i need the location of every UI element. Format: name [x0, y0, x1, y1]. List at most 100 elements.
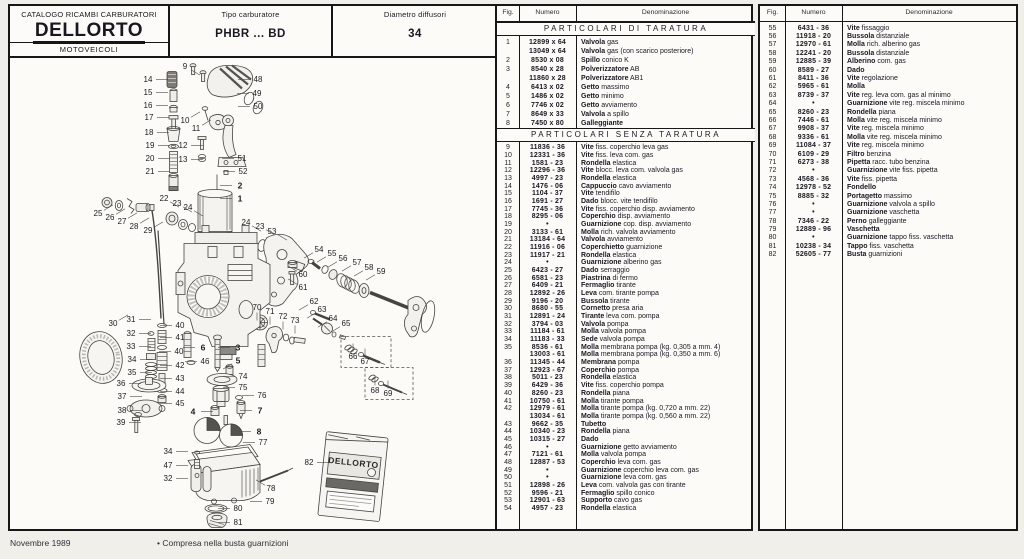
section-title: PARTICOLARI DI TARATURA [497, 22, 755, 36]
carburetor-body [175, 225, 271, 360]
part-callout: 39 [117, 418, 126, 427]
table-header: Fig. Numero Denominazione [497, 6, 755, 22]
part-callout: 25 [94, 209, 103, 218]
part-callout: 17 [145, 113, 154, 122]
col-numero: Numero [801, 9, 826, 17]
callout-leader [298, 304, 309, 311]
part-callout: 23 [173, 199, 182, 208]
part-callout: 32 [127, 329, 136, 338]
part-callout: 57 [353, 258, 362, 267]
part-callout: 70 [253, 303, 262, 312]
part-callout: 16 [144, 101, 153, 110]
part-callout: 58 [365, 263, 374, 272]
part-callout: 32 [164, 474, 173, 483]
callout-leader [306, 312, 317, 319]
part-callout: 20 [146, 154, 155, 163]
adjuster-parts [287, 260, 298, 285]
callout-leader [287, 278, 298, 285]
part-callout: 69 [384, 389, 393, 398]
diametro-label: Diametro diffusori [383, 10, 447, 19]
part-callout: 21 [146, 167, 155, 176]
part-callout: 4 [191, 407, 196, 417]
callout-leader [287, 265, 298, 272]
part-callout: 59 [377, 267, 386, 276]
table-row: 76•Guarnizione valvola a spillo [768, 200, 935, 208]
gasket-kit-note: • Compresa nella busta guarnizioni [157, 538, 289, 548]
part-callout: 28 [130, 222, 139, 231]
callout-leader [222, 363, 233, 370]
drain-plug-parts [204, 504, 228, 528]
part-callout: 1 [238, 194, 243, 204]
column-divider [576, 6, 577, 529]
tipo-label: Tipo carburatore [221, 10, 280, 19]
float-parts [193, 415, 243, 448]
column-divider [519, 6, 520, 529]
callout-leader [316, 256, 327, 263]
callout-leader [330, 326, 341, 333]
column-divider [785, 6, 786, 529]
table-row: 77•Guarnizione vaschetta [768, 209, 920, 217]
callout-leader [190, 111, 201, 118]
cover-part [206, 64, 254, 98]
callout-leader [251, 225, 262, 232]
part-callout: 80 [234, 504, 243, 513]
catalog-left-panel: CATALOGO RICAMBI CARBURATORI DELLORTO MO… [8, 4, 755, 531]
section-title: PARTICOLARI SENZA TARATURA [497, 128, 755, 142]
callout-leader [303, 252, 314, 259]
screw-part [197, 136, 207, 140]
part-callout: 60 [299, 270, 308, 279]
callout-leader [317, 321, 328, 328]
part-callout: 42 [176, 361, 185, 370]
part-callout: 64 [329, 314, 338, 323]
callout-leader [365, 274, 376, 281]
nut-part [198, 154, 206, 159]
diametro-value: 34 [408, 28, 422, 40]
part-callout: 15 [144, 88, 153, 97]
clip-part [223, 170, 229, 175]
callout-leader [277, 234, 288, 241]
part-callout: 2 [238, 181, 243, 191]
callout-leader [139, 217, 150, 224]
callout-leader [127, 212, 138, 219]
part-callout: 66 [349, 352, 358, 361]
part-callout: 49 [253, 89, 262, 98]
part-callout: 53 [268, 227, 277, 236]
part-callout: 6 [201, 343, 206, 353]
screw-part [189, 63, 207, 82]
issue-date: Novembre 1989 [10, 538, 71, 548]
part-callout: 23 [256, 222, 265, 231]
part-callout: 29 [144, 226, 153, 235]
division-label: MOTOVEICOLI [10, 42, 168, 56]
part-callout: 72 [279, 312, 288, 321]
part-callout: 5 [236, 356, 241, 366]
callout-leader [118, 314, 129, 321]
part-callout: 51 [238, 154, 247, 163]
part-callout: 44 [176, 387, 185, 396]
